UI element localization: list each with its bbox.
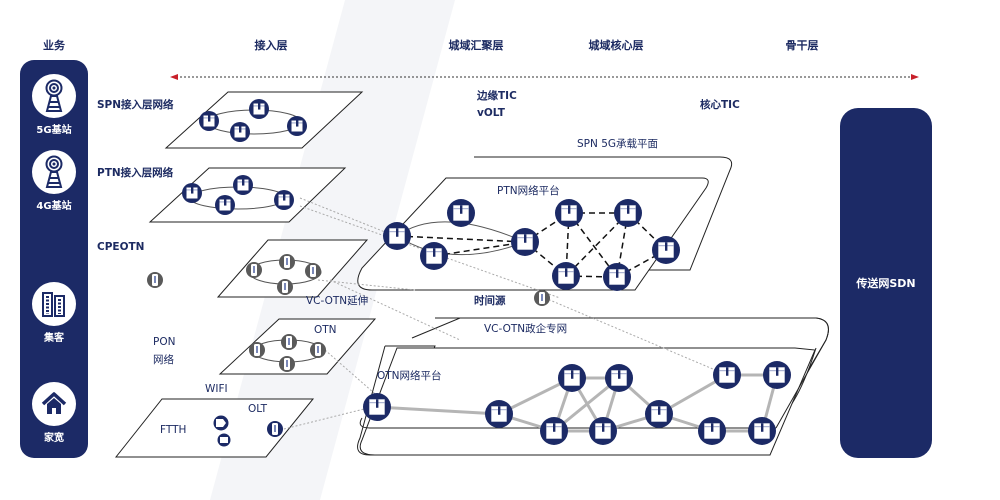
ptn-platform-router-icon[interactable] [652,236,680,264]
ptn-access-router-icon[interactable] [233,175,253,195]
label-vc-otn-gov: VC-OTN政企专网 [484,323,568,335]
ptn-dashed-link [396,235,526,243]
sdn-label: 传送网SDN [856,277,916,290]
ptn-platform-router-icon[interactable] [420,242,448,270]
otn-platform-router-icon[interactable] [763,361,791,389]
ont-device-icon[interactable] [213,415,229,431]
ptn-access-router-icon[interactable] [215,195,235,215]
ptn-platform-router-icon[interactable] [511,228,539,256]
otn-device-icon[interactable] [281,334,297,350]
business-column: 5G基站 4G基站 集客 [20,60,88,458]
label-spn-5g-plane: SPN 5G承载平面 [577,138,659,150]
ptn-platform-router-icon[interactable] [555,199,583,227]
otn-platform-outline [359,347,816,456]
cpe-otn-device-icon[interactable] [246,262,262,278]
ptn-dashed-link [433,241,526,257]
label-core-tic: 核心TIC [700,99,740,111]
business-item-home-broadband[interactable]: 家宽 [20,382,88,444]
cpe-otn-device-icon[interactable] [277,279,293,295]
cpe-otn-device-icon[interactable] [147,272,163,288]
ptn-access-plane [148,167,347,223]
otn-platform-router-icon[interactable] [485,400,513,428]
label-pon-line1: PON [153,336,176,348]
label-edge-tic: 边缘TIC [477,90,517,102]
label-vc-otn-ext: VC-OTN延伸 [306,295,369,307]
buildings-icon [32,282,76,326]
business-label: 集客 [44,333,64,344]
otn-platform-router-icon[interactable] [713,361,741,389]
business-label: 4G基站 [36,201,72,212]
otn-platform-router-icon[interactable] [363,393,391,421]
label-pon-line2: 网络 [153,354,174,366]
otn-platform-router-icon[interactable] [748,417,776,445]
ptn-dashed-link [565,212,629,277]
business-label: 家宽 [44,433,64,444]
ptn-platform-router-icon[interactable] [603,263,631,291]
otn-device-icon[interactable] [279,356,295,372]
label-olt: OLT [248,403,268,415]
arrow-right-head [911,74,919,80]
transport-sdn-panel[interactable]: 传送网SDN [840,108,932,458]
otn-platform-router-icon[interactable] [589,417,617,445]
otn-platform-router-icon[interactable] [605,364,633,392]
spn-access-router-icon[interactable] [249,99,269,119]
ptn-platform-router-icon[interactable] [383,222,411,250]
cpeotn-plane [216,239,369,298]
radio-tower-icon [32,74,76,118]
otn-device-icon[interactable] [249,342,265,358]
spn-access-router-icon[interactable] [230,122,250,142]
label-time-source: 时间源 [474,295,506,307]
spn-access-router-icon[interactable] [199,111,219,131]
label-ftth: FTTH [160,424,187,436]
business-item-enterprise[interactable]: 集客 [20,282,88,344]
otn-device-icon[interactable] [310,342,326,358]
otn-platform-router-icon[interactable] [558,364,586,392]
otn-platform-router-icon[interactable] [698,417,726,445]
cpe-otn-device-icon[interactable] [305,263,321,279]
radio-tower-icon [32,150,76,194]
label-cpeotn: CPEOTN [97,241,145,253]
spn-access-plane [164,91,364,149]
business-label: 5G基站 [36,125,72,136]
cpe-otn-device-icon[interactable] [279,254,295,270]
home-icon [32,382,76,426]
business-item-5g[interactable]: 5G基站 [20,74,88,136]
business-item-4g[interactable]: 4G基站 [20,150,88,212]
label-ptn-access: PTN接入层网络 [97,167,174,179]
layer-header-metro-aggregation: 城域汇聚层 [448,39,504,52]
router-device-icon[interactable] [217,433,231,447]
otn-link [376,405,500,416]
label-wifi: WIFI [205,383,228,395]
layer-header-business: 业务 [43,39,65,52]
layer-header-access: 接入层 [254,39,288,52]
ptn-platform-router-icon[interactable] [614,199,642,227]
ftth-plane [114,398,315,458]
label-volt: vOLT [477,107,505,119]
otn-platform-router-icon[interactable] [540,417,568,445]
otn-platform-router-icon[interactable] [645,400,673,428]
pon-otn-plane [218,318,377,375]
label-ptn-platform: PTN网络平台 [497,185,560,197]
spn-access-router-icon[interactable] [287,116,307,136]
layer-header-backbone: 骨干层 [785,39,819,52]
label-otn: OTN [314,324,337,336]
label-spn-access: SPN接入层网络 [97,99,174,111]
arrow-left-head [170,74,178,80]
layer-header-metro-core: 城域核心层 [588,39,644,52]
olt-device-icon[interactable] [267,421,283,437]
label-otn-platform: OTN网络平台 [377,370,442,382]
ptn-access-router-icon[interactable] [182,183,202,203]
ptn-platform-router-icon[interactable] [447,199,475,227]
ptn-platform-router-icon[interactable] [552,262,580,290]
time-source-device-icon[interactable] [534,290,550,306]
ptn-access-router-icon[interactable] [274,190,294,210]
